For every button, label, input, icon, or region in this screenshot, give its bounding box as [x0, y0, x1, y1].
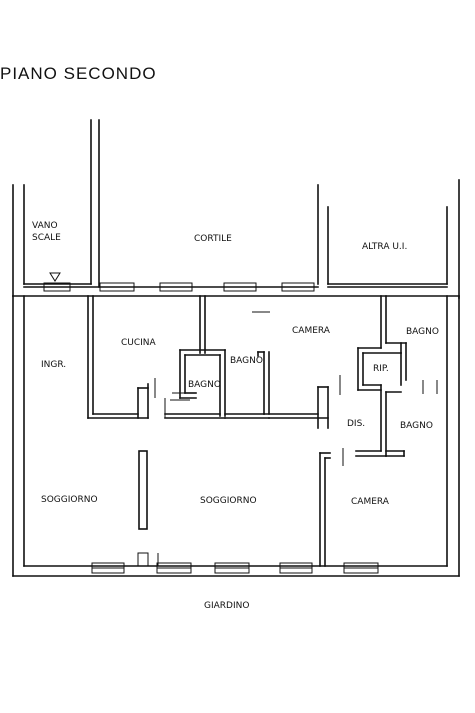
label-giardino: GIARDINO	[204, 601, 249, 611]
label-soggiorno-left: SOGGIORNO	[41, 495, 98, 505]
label-bagno-right: BAGNO	[400, 421, 433, 431]
label-bagno-top-right: BAGNO	[406, 327, 439, 337]
interior-walls	[87, 295, 407, 567]
plan-title: PIANO SECONDO	[0, 64, 157, 83]
label-soggiorno-center: SOGGIORNO	[200, 496, 257, 506]
label-altra-ui: ALTRA U.I.	[362, 242, 407, 252]
label-cucina: CUCINA	[121, 338, 157, 348]
outer-walls	[12, 119, 460, 577]
label-dis: DIS.	[347, 419, 365, 429]
label-camera-top: CAMERA	[292, 326, 331, 336]
lower-windows	[91, 552, 379, 574]
label-bagno-small: BAGNO	[188, 380, 221, 390]
label-bagno-mid: BAGNO	[230, 356, 263, 366]
label-vano-scale-2: SCALE	[32, 233, 61, 243]
stair-arrow-icon	[49, 272, 61, 282]
door-marks	[154, 311, 438, 566]
label-cortile: CORTILE	[194, 234, 232, 244]
label-camera-bottom: CAMERA	[351, 497, 390, 507]
label-rip: RIP.	[373, 364, 389, 374]
label-ingr: INGR.	[41, 360, 66, 370]
upper-windows	[43, 282, 315, 292]
label-vano-scale-1: VANO	[32, 221, 58, 231]
